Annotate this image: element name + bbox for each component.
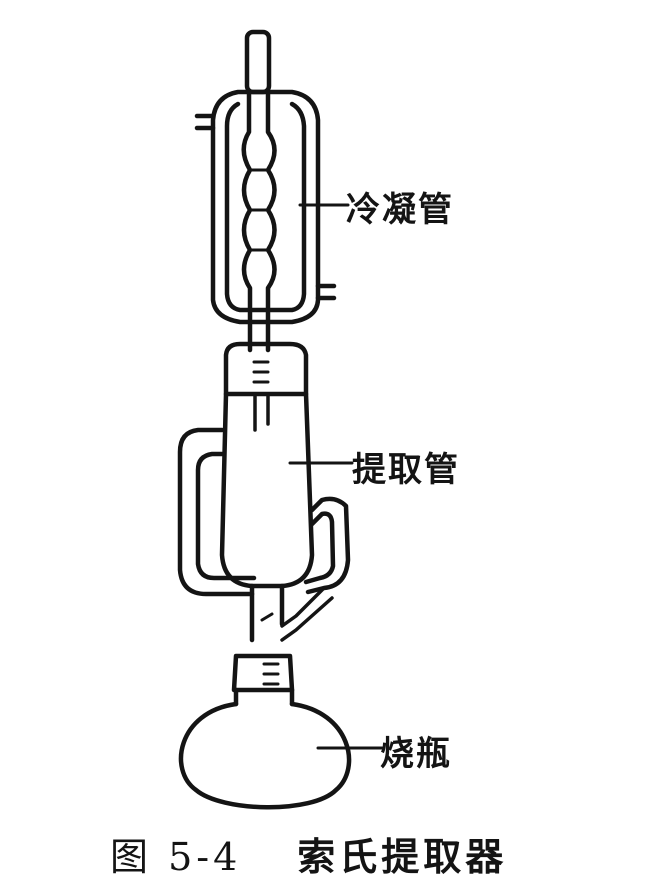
- label-extractor: 提取管: [352, 450, 460, 490]
- label-condenser: 冷凝管: [346, 190, 454, 230]
- extractor: [177, 341, 351, 643]
- flask: [178, 653, 352, 810]
- label-leader-lines: [288, 203, 384, 750]
- figure-title: 索氏提取器: [297, 834, 508, 879]
- condenser: [194, 29, 337, 353]
- figure-number: 图 5-4: [110, 835, 242, 879]
- label-flask: 烧瓶: [380, 734, 452, 774]
- figure-caption: 图 5-4 索氏提取器: [110, 826, 507, 881]
